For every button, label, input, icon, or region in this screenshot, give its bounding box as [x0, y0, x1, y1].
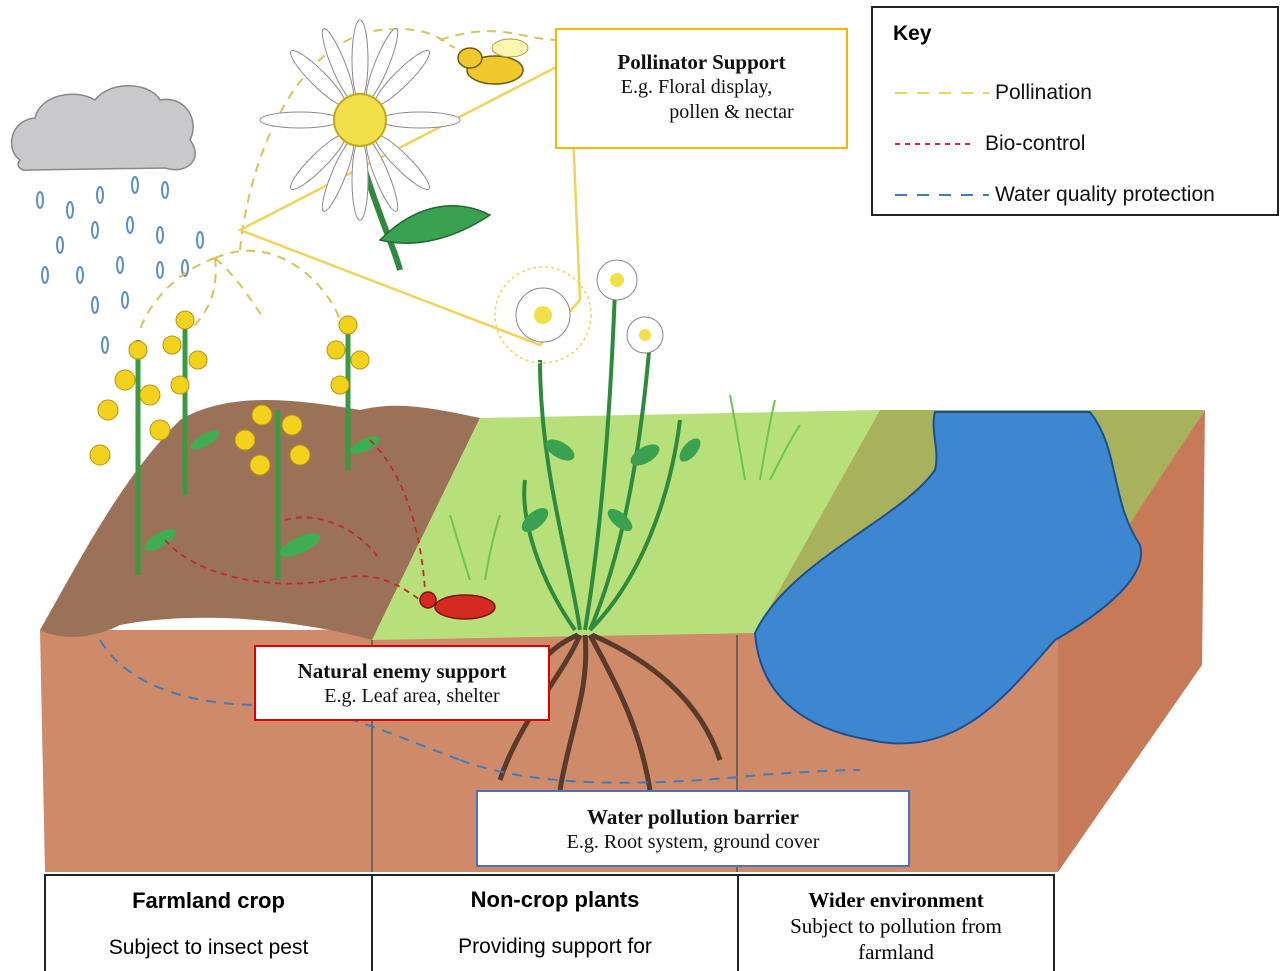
legend-label: Pollination [995, 81, 1092, 105]
cell-text: Subject to insect pest [46, 936, 371, 960]
cell-title: Non-crop plants [373, 887, 737, 913]
legend-title: Key [893, 22, 932, 46]
noncrop-plants-cell: Non-crop plants Providing support for [371, 874, 737, 971]
cell-text: Subject to pollution from [739, 913, 1053, 939]
callout-title: Natural enemy support [256, 659, 548, 684]
legend-label: Bio-control [985, 132, 1085, 156]
callout-line: E.g. Floral display, [547, 75, 846, 100]
legend: Key Pollination Bio-control Water qualit… [871, 6, 1279, 216]
daisy-large [260, 20, 490, 270]
callout-line: pollen & nectar [617, 100, 846, 125]
pollinator-support-callout: Pollinator Support E.g. Floral display, … [555, 28, 848, 149]
callout-title: Water pollution barrier [478, 805, 908, 830]
wider-environment-cell: Wider environment Subject to pollution f… [737, 874, 1055, 971]
bee-icon [458, 39, 528, 84]
callout-line: E.g. Root system, ground cover [478, 830, 908, 855]
callout-title: Pollinator Support [557, 50, 846, 75]
water-pollution-callout: Water pollution barrier E.g. Root system… [476, 790, 910, 867]
farmland-crop-cell: Farmland crop Subject to insect pest [44, 874, 371, 971]
biocontrol-line-icon [893, 139, 993, 149]
cell-text: Providing support for [373, 935, 737, 959]
cell-text: farmland [739, 939, 1053, 965]
legend-item-biocontrol: Bio-control [893, 131, 1085, 157]
legend-item-pollination: Pollination [893, 80, 1092, 106]
callout-line: E.g. Leaf area, shelter [276, 684, 548, 709]
legend-label: Water quality protection [995, 183, 1215, 207]
cell-title: Farmland crop [46, 888, 371, 914]
rain-cloud [12, 86, 196, 171]
natural-enemy-callout: Natural enemy support E.g. Leaf area, sh… [254, 645, 550, 721]
water-quality-line-icon [893, 190, 993, 200]
cell-title: Wider environment [739, 888, 1053, 913]
legend-item-water-quality: Water quality protection [893, 182, 1215, 208]
rain-drops [37, 177, 203, 353]
pollination-line-icon [893, 88, 993, 98]
